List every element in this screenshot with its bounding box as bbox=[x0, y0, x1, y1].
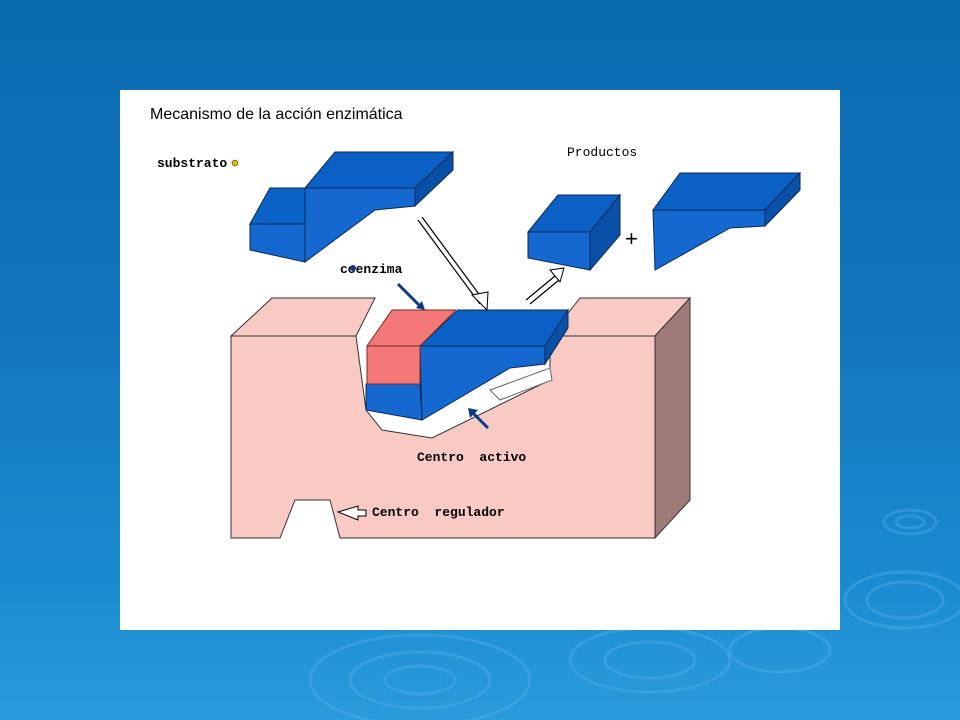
coenzyme-label: coenzima bbox=[340, 262, 403, 277]
coenzyme-dot-icon bbox=[350, 265, 356, 271]
arrow-regulatory-site bbox=[336, 505, 367, 521]
arrow-site-to-products bbox=[525, 267, 565, 305]
product-large-block bbox=[652, 171, 802, 271]
slide-panel: Mecanismo de la acción enzimática bbox=[120, 90, 840, 630]
enzyme-body bbox=[229, 296, 692, 540]
arrow-coenzyme bbox=[396, 282, 425, 310]
products-label: Productos bbox=[567, 145, 637, 160]
regulatory-site-label: Centro regulador bbox=[372, 505, 505, 520]
substrate-label: substrato bbox=[157, 156, 227, 171]
slide-title: Mecanismo de la acción enzimática bbox=[150, 106, 403, 123]
bound-substrate bbox=[365, 308, 569, 421]
plus-sign: + bbox=[625, 226, 638, 251]
product-small-block bbox=[526, 193, 622, 272]
coenzyme-block bbox=[366, 309, 458, 385]
active-site-label: Centro activo bbox=[417, 450, 526, 465]
enzyme-diagram: substrato Productos + coenzima Centro ac… bbox=[157, 145, 802, 540]
substrate-block bbox=[249, 150, 455, 263]
substrate-dot-icon bbox=[231, 159, 239, 167]
arrow-active-site bbox=[468, 408, 490, 430]
arrow-substrate-to-site bbox=[417, 216, 489, 312]
